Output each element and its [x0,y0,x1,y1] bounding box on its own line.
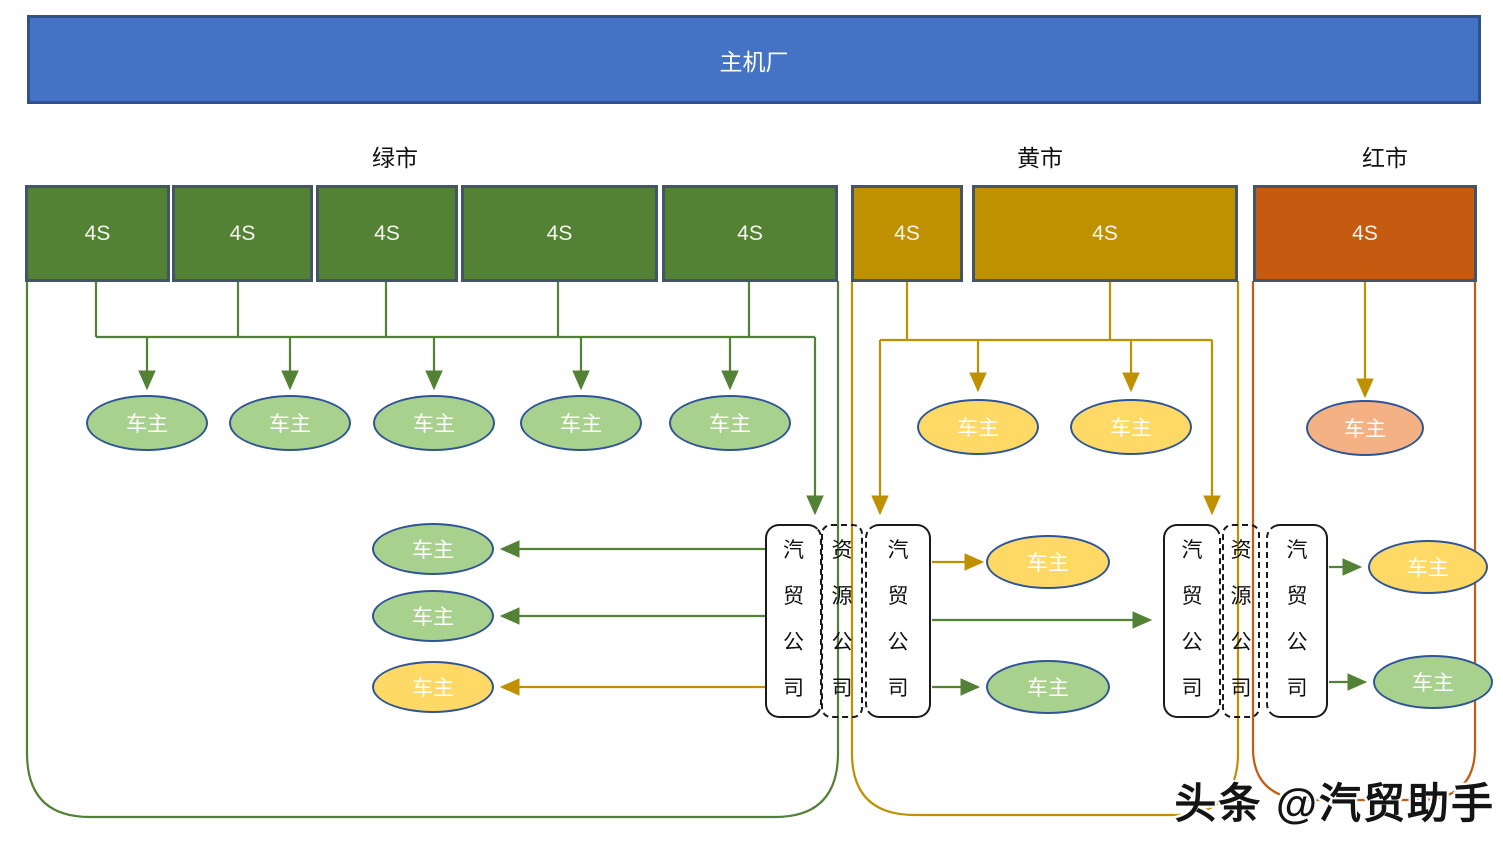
resale-owner-green-2: 车主 [372,590,494,642]
green-4s-store-1: 4S [25,185,170,282]
green-4s-store-5: 4S [662,185,838,282]
groupB-right-owner-yellow: 车主 [1368,540,1488,594]
resale-owner-yellow-1: 车主 [372,661,494,713]
green-owner-2: 车主 [229,395,351,451]
groupB-resource-company: 资源公司 [1222,524,1260,718]
green-owner-1: 车主 [86,395,208,451]
yellow-owner-1: 车主 [917,399,1039,455]
groupA-resource-company: 资源公司 [821,524,863,718]
groupA-trading-company-left: 汽贸公司 [765,524,822,718]
red-owner-1: 车主 [1306,400,1424,456]
green-owner-5: 车主 [669,395,791,451]
resource-company-label: 资源公司 [1230,539,1252,700]
green-market-label: 绿市 [372,145,418,171]
red-market-label: 红市 [1362,145,1408,171]
groupA-right-owner-yellow: 车主 [986,535,1110,589]
red-market-connectors [1251,281,1477,802]
groupA-right-owner-green: 车主 [986,660,1110,714]
green-market-boundary-loop [25,281,840,819]
green-4s-store-4: 4S [461,185,658,282]
trading-company-label: 汽贸公司 [783,539,804,700]
red-market-boundary-loop [1251,281,1477,802]
green-4s-store-2: 4S [172,185,313,282]
groupA-trading-company-right: 汽贸公司 [865,524,931,718]
green-owner-4: 车主 [520,395,642,451]
trading-company-label: 汽贸公司 [1181,539,1203,700]
groupB-right-owner-green: 车主 [1373,655,1493,709]
yellow-4s-store-1: 4S [851,185,963,282]
groupB-trading-company-right: 汽贸公司 [1266,524,1328,718]
groupB-trading-company-left: 汽贸公司 [1163,524,1221,718]
resale-owner-green-1: 车主 [372,523,494,575]
red-4s-store-1: 4S [1253,185,1477,282]
oem-header-bar: 主机厂 [27,15,1481,104]
yellow-market-boundary-loop [850,281,1240,817]
yellow-market-label: 黄市 [1017,145,1063,171]
yellow-owner-2: 车主 [1070,399,1192,455]
green-owner-3: 车主 [373,395,495,451]
oem-title: 主机厂 [719,48,789,75]
yellow-market-connectors [499,281,1374,817]
green-market-connectors [25,281,1368,819]
trading-company-label: 汽贸公司 [1286,539,1308,700]
resource-company-label: 资源公司 [831,539,853,700]
watermark: 头条 @汽贸助手 [1174,780,1495,827]
green-4s-store-3: 4S [316,185,458,282]
yellow-4s-store-2: 4S [972,185,1238,282]
trading-company-label: 汽贸公司 [887,539,909,700]
